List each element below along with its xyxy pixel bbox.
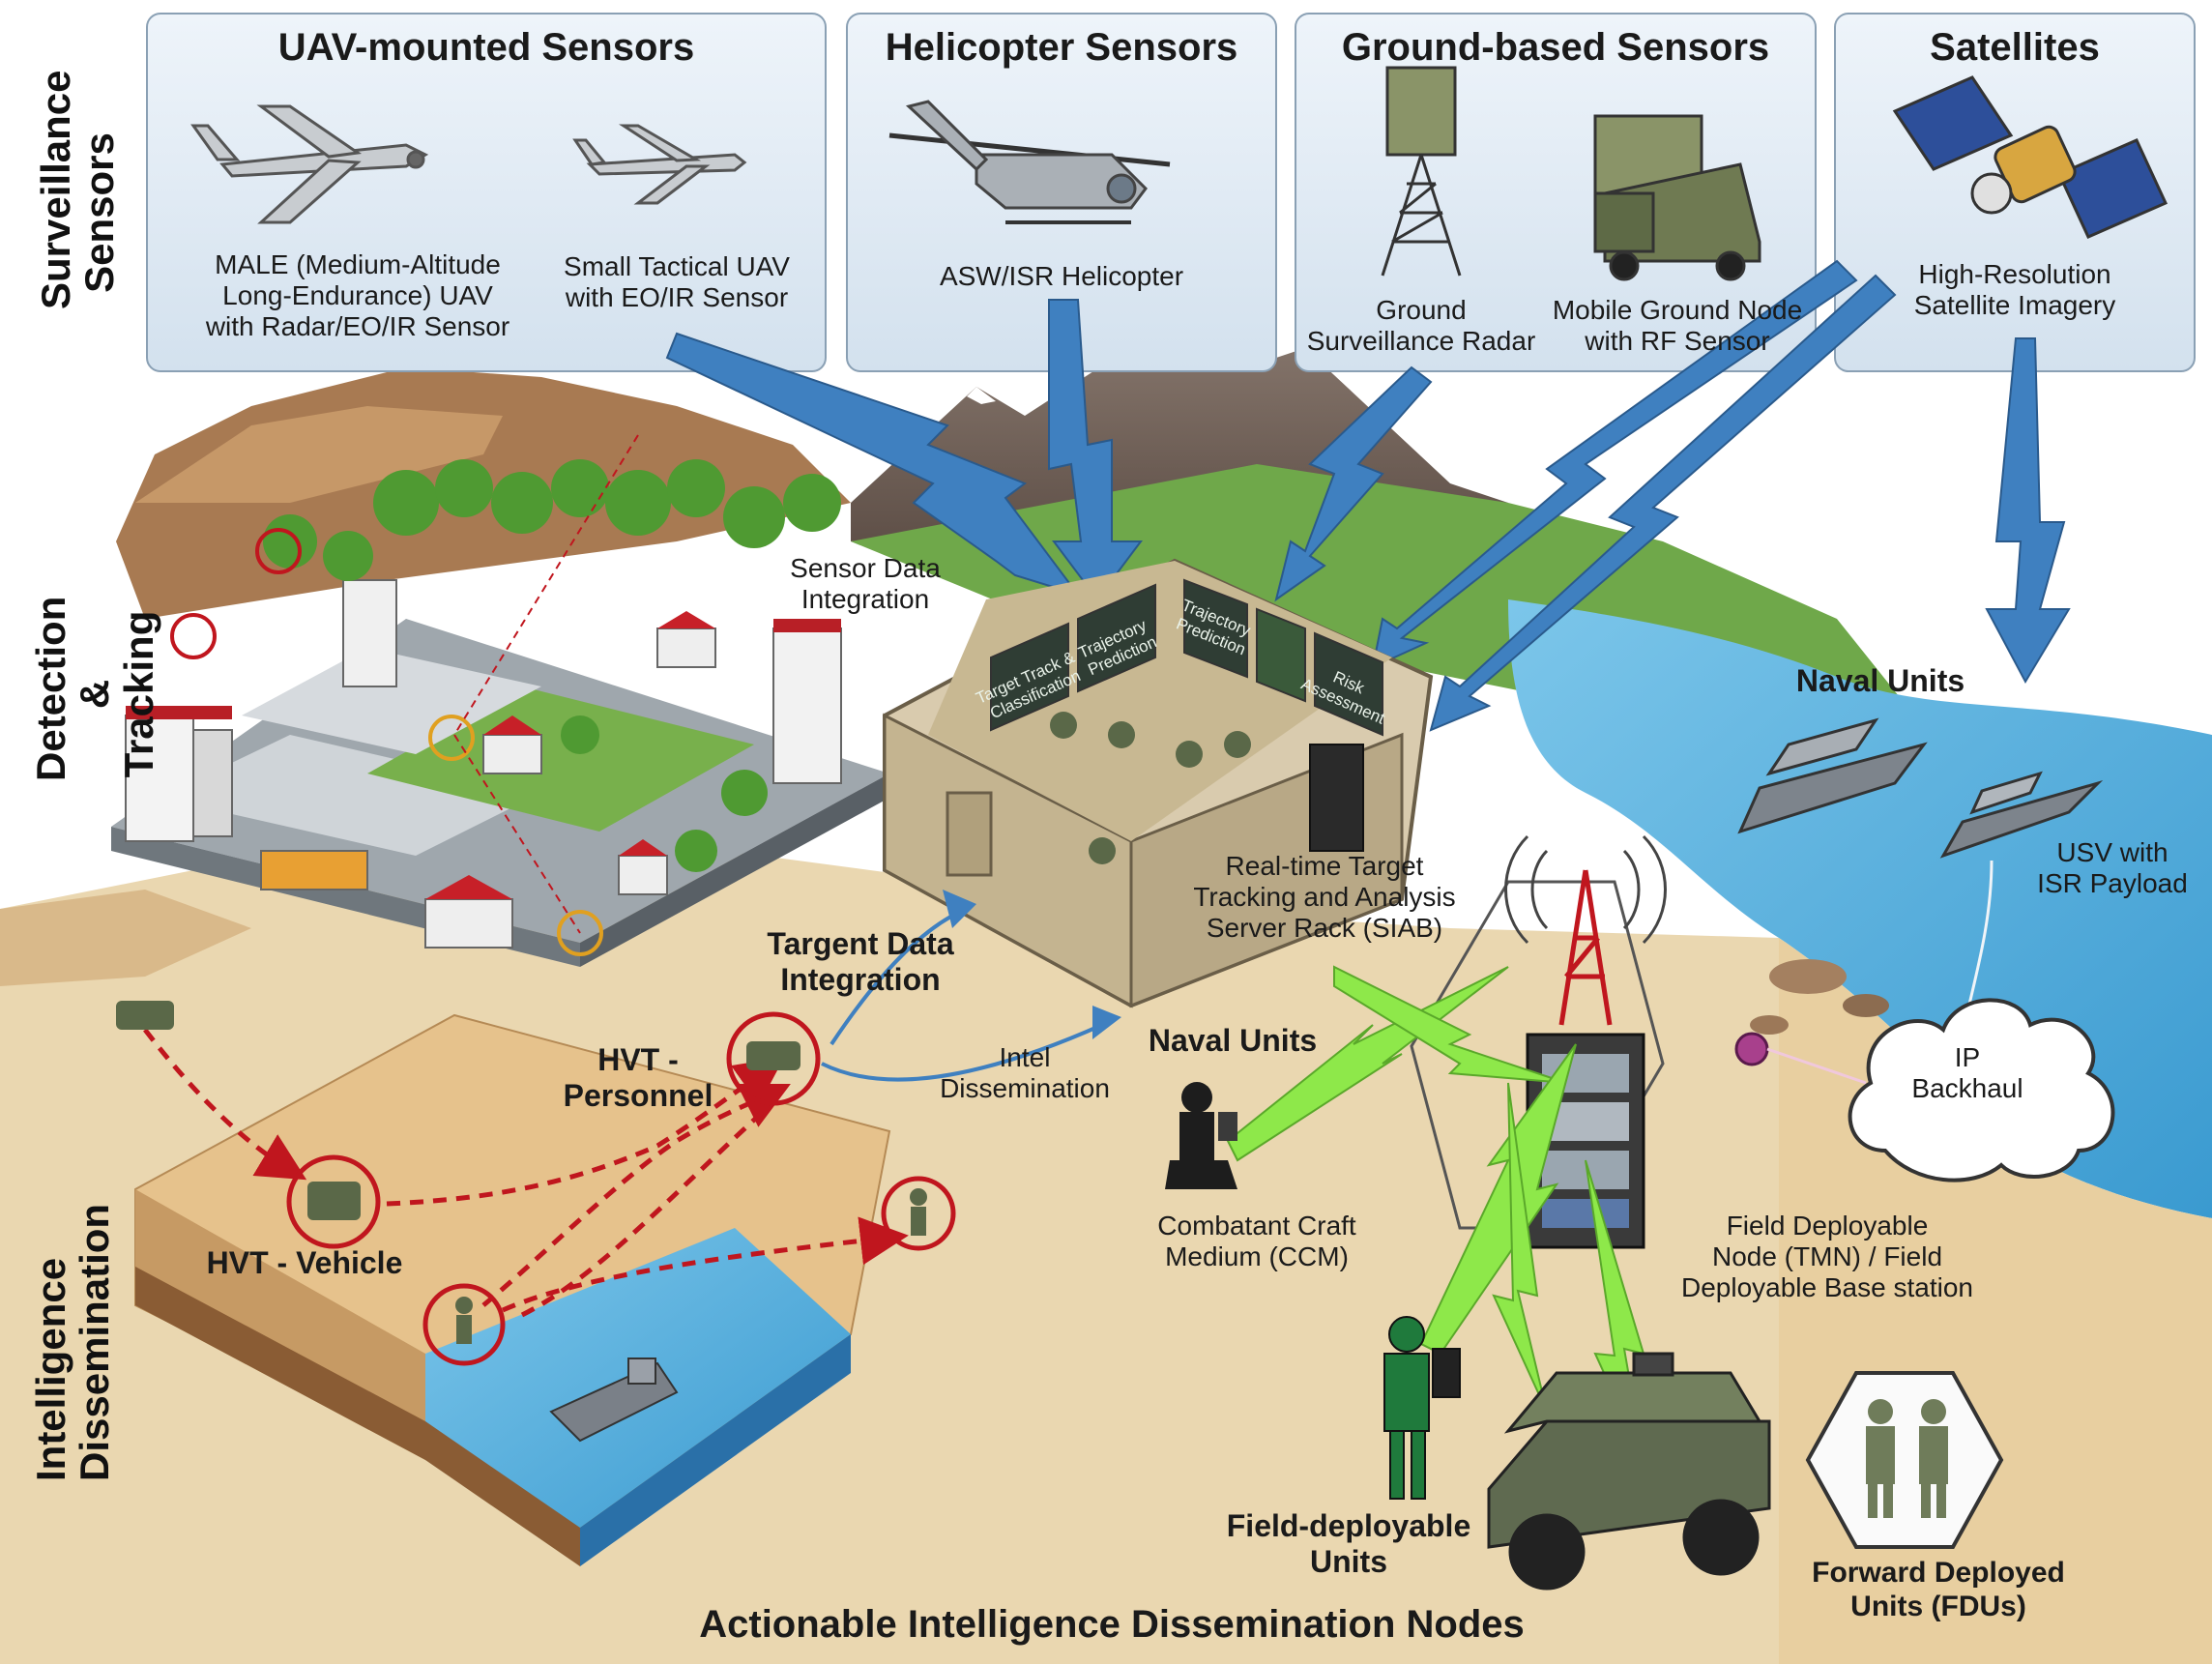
naval-units-top-label: Naval Units (1795, 663, 1965, 698)
usv-label: USV with ISR Payload (2037, 837, 2188, 899)
cell-tower (1558, 869, 1613, 1026)
male-uav-icon (190, 104, 429, 224)
side-label-surveillance: Surveillance Sensors (33, 70, 123, 309)
satellite-icon (1892, 75, 2168, 239)
backhaul-link (1766, 1047, 1867, 1085)
city-block (111, 459, 889, 967)
naval-units-mid-label: Naval Units (1148, 1023, 1318, 1058)
target-data-integration-label: Targent Data Integration (767, 926, 954, 997)
mobile-ground-node-icon (1593, 114, 1761, 281)
field-node-label: Field Deployable Node (TMN) / Field Depl… (1681, 1211, 1973, 1303)
sensor-integration-label: Sensor Data Integration (790, 553, 941, 615)
hvt-tracks (143, 1028, 909, 1318)
target-area (134, 1013, 891, 1566)
ground-radar-label: Ground Surveillance Radar (1306, 295, 1536, 357)
radar-tower-icon (1381, 66, 1462, 277)
hvt-figures (116, 1001, 927, 1344)
ccm-label: Combatant Craft Medium (CCM) (1157, 1211, 1356, 1272)
hvt-markers (286, 1011, 956, 1366)
satellites-title: Satellites (1930, 26, 2100, 69)
helicopter-label: ASW/ISR Helicopter (939, 261, 1184, 291)
fdu-label: Forward Deployed Units (FDUs) (1812, 1557, 2065, 1622)
footer-title: Actionable Intelligence Dissemination No… (699, 1603, 1525, 1646)
city-targets (170, 434, 639, 956)
ground-sensors-title: Ground-based Sensors (1341, 26, 1770, 69)
helicopter-sensors-title: Helicopter Sensors (885, 26, 1238, 69)
server-rack-label: Real-time Target Tracking and Analysis S… (1193, 851, 1456, 944)
hvt-vehicle-label: HVT - Vehicle (206, 1245, 403, 1280)
router-icon (1734, 1032, 1769, 1066)
naval-boats (1737, 717, 2104, 859)
command-center (883, 558, 1434, 1008)
hvt-personnel-label: HVT - Personnel (563, 1042, 713, 1113)
helicopter-icon (888, 100, 1171, 224)
fdu-badge (1805, 1371, 2004, 1549)
uav-sensors-title: UAV-mounted Sensors (277, 26, 695, 69)
intel-arrows (821, 907, 1103, 1082)
satellite-imagery-label: High-Resolution Satellite Imagery (1913, 259, 2116, 321)
humvee-vehicle (1487, 1352, 1771, 1591)
ccm-soldier (1165, 1082, 1237, 1189)
intel-arrowhead-2 (1092, 1006, 1121, 1039)
side-label-detection: Detection & Tracking (28, 596, 161, 781)
ip-backhaul-label: IP Backhaul (1911, 1042, 2023, 1104)
field-soldier (1383, 1316, 1461, 1500)
mobile-node-label: Mobile Ground Node with RF Sensor (1552, 295, 1803, 357)
intel-dissemination-label: Intel Dissemination (940, 1042, 1110, 1104)
small-uav-label: Small Tactical UAV with EO/IR Sensor (564, 251, 790, 313)
signal-arcs (1504, 834, 1667, 945)
ip-backhaul-cloud (1848, 998, 2115, 1182)
small-uav-icon (572, 124, 747, 205)
sensor-data-links (665, 259, 2071, 732)
intel-arrowhead-1 (943, 890, 976, 928)
side-label-dissemination: Intelligence Dissemination (28, 1203, 118, 1481)
male-uav-label: MALE (Medium-Altitude Long-Endurance) UA… (205, 249, 510, 342)
field-units-label: Field-deployable Units (1226, 1508, 1471, 1579)
